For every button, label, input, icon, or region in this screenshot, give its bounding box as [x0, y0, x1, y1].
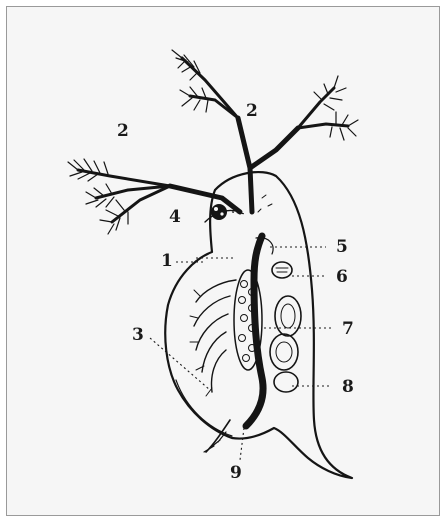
label-8: 8 — [342, 377, 354, 397]
label-5: 5 — [336, 237, 348, 257]
label-4: 4 — [169, 207, 181, 227]
label-9: 9 — [230, 463, 242, 483]
antenna-left — [68, 159, 240, 234]
label-6: 6 — [336, 267, 348, 287]
label-7: 7 — [342, 319, 354, 339]
label-2-left: 2 — [117, 121, 129, 141]
label-1: 1 — [161, 251, 173, 271]
heart — [272, 262, 292, 278]
leader-lines — [150, 212, 332, 460]
label-2-right: 2 — [246, 101, 258, 121]
label-3: 3 — [132, 325, 144, 345]
brood-embryos — [270, 296, 301, 392]
compound-eye — [211, 204, 227, 220]
antenna-right — [172, 50, 358, 212]
thoracic-legs — [190, 280, 236, 396]
